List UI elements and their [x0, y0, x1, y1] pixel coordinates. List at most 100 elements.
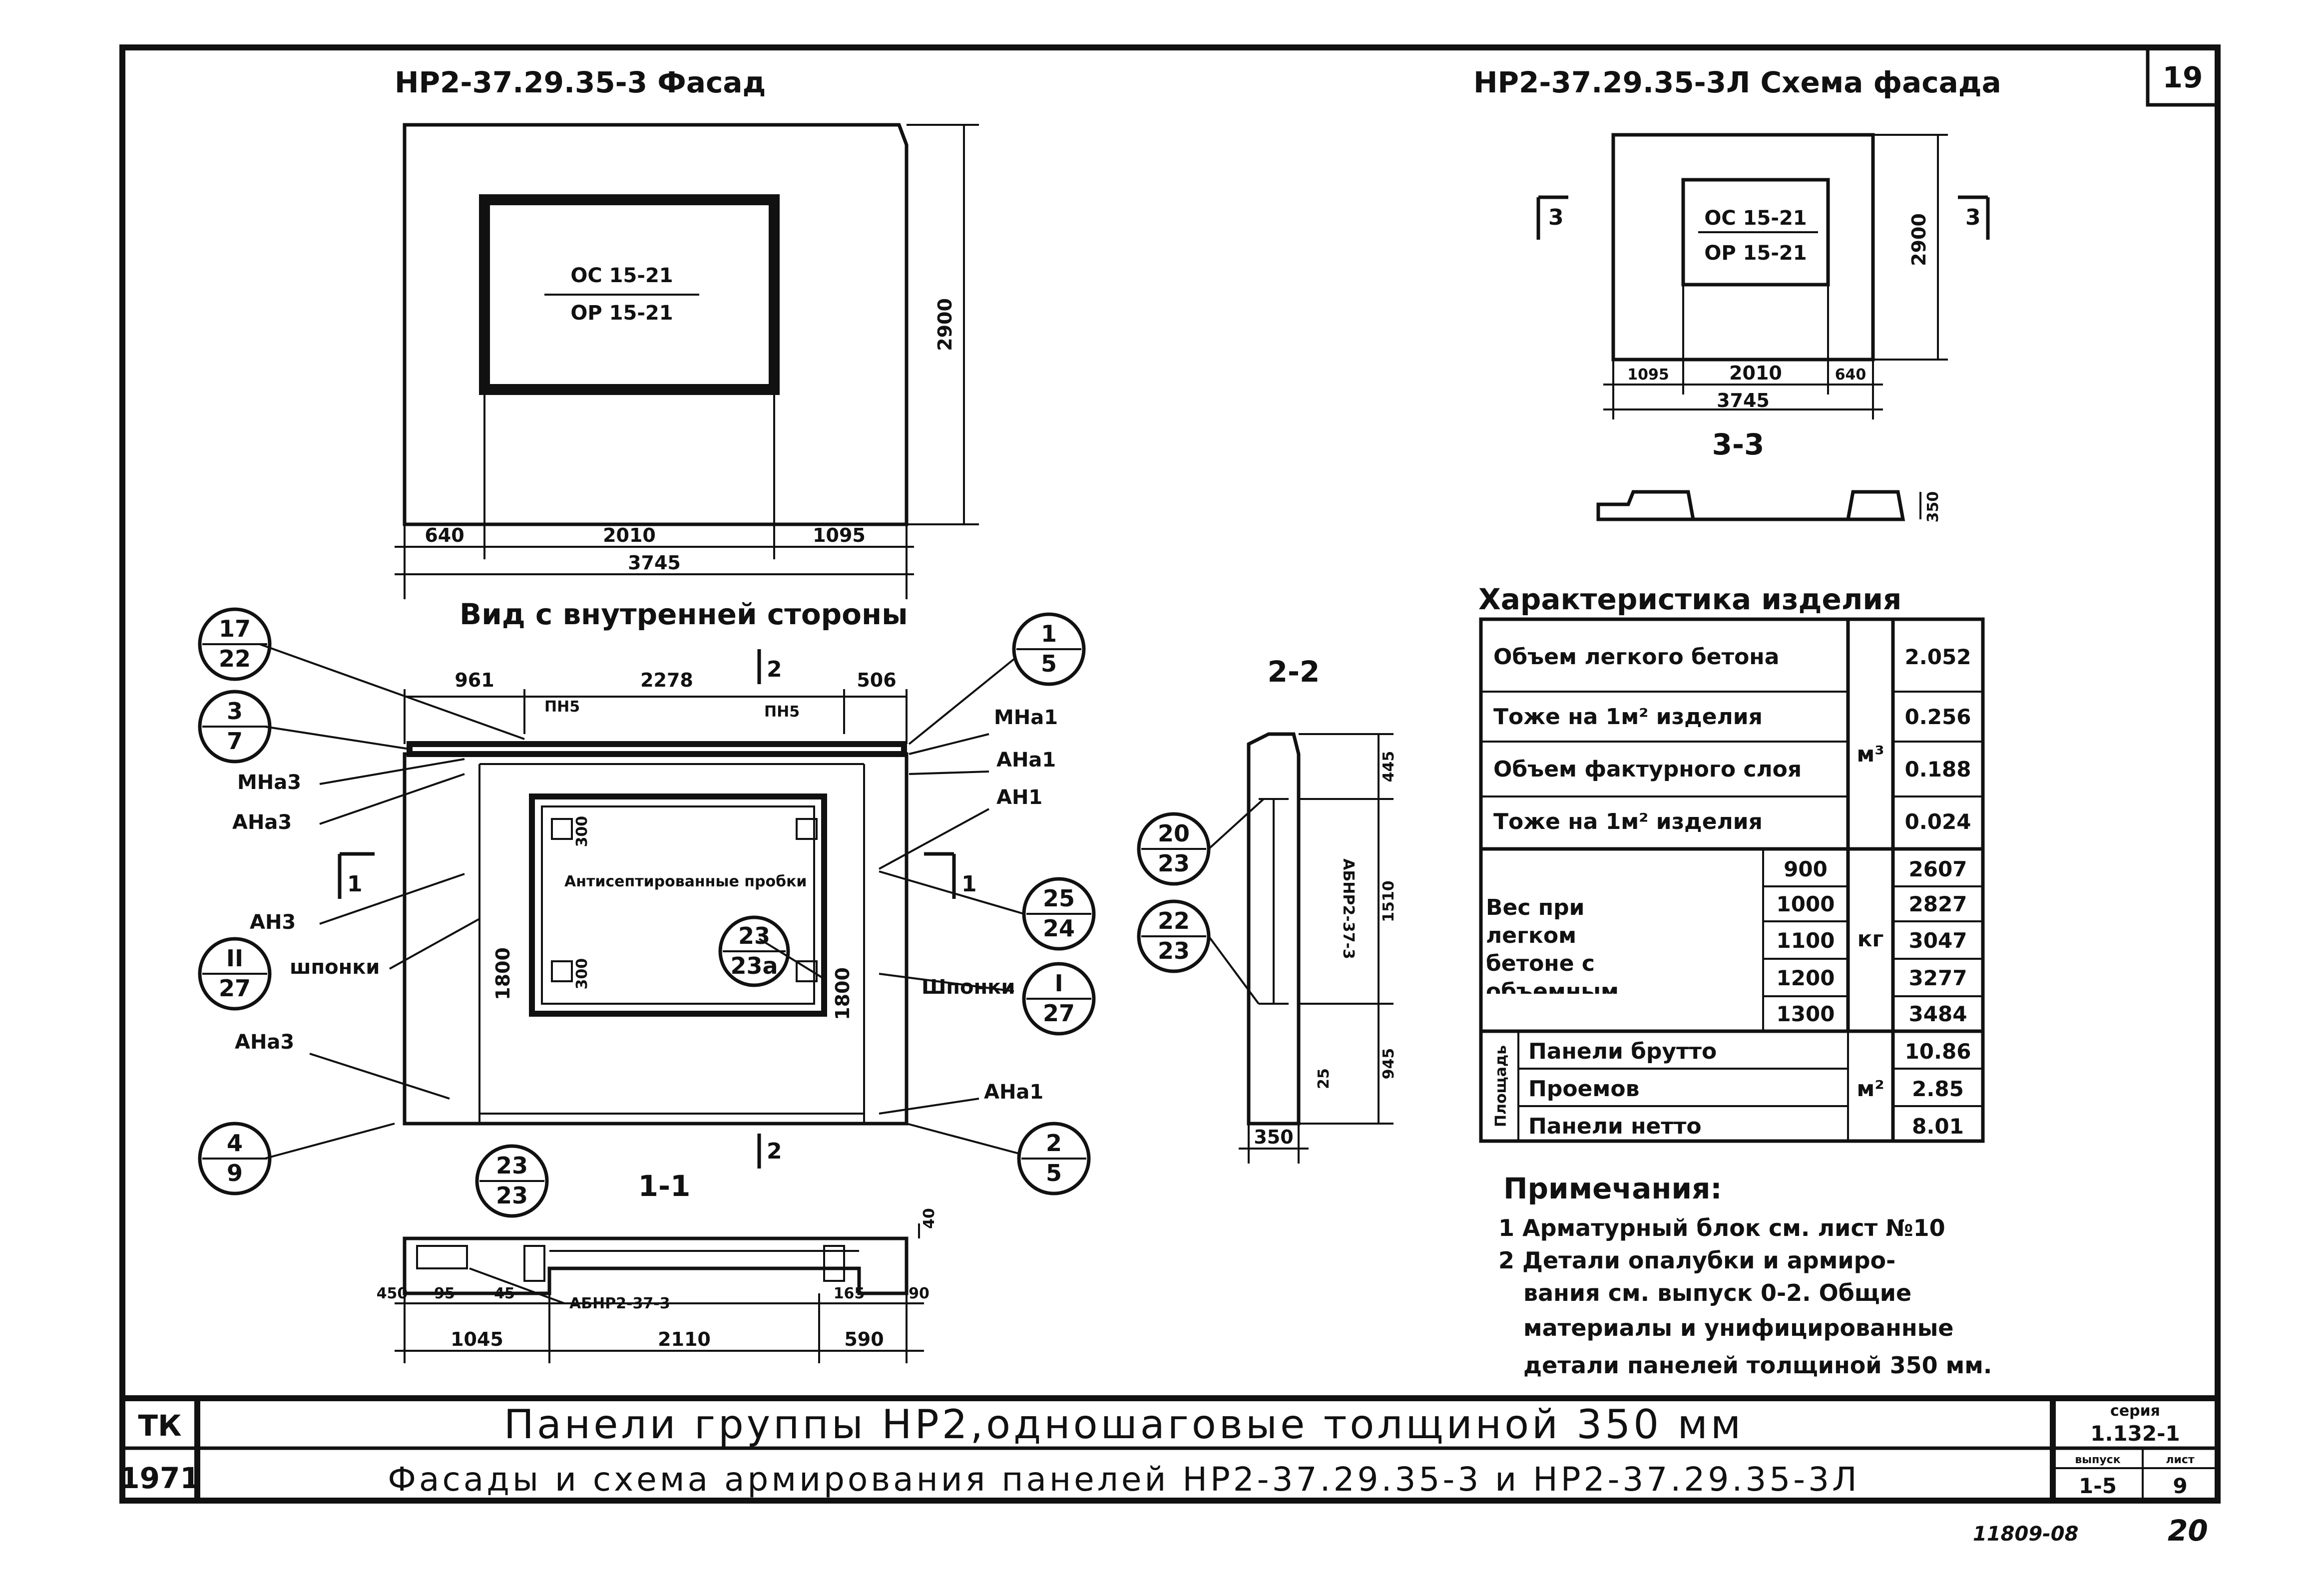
char-area-label: Площадь	[1492, 1045, 1510, 1127]
facade-drawing: НР2-37.29.35-3 Фасад ОС 15-21 ОР 15-21 2…	[395, 65, 979, 599]
facade-window-bottom: ОР 15-21	[570, 302, 673, 325]
title-line-2: Фасады и схема армирования панелей НР2-3…	[388, 1460, 1860, 1499]
facade-dim-left: 640	[425, 524, 464, 546]
characteristics-table: Характеристика изделия Объем легкого бет…	[1478, 582, 1985, 1143]
char-area-2-value: 2.85	[1912, 1077, 1964, 1101]
note-line-3: вания см. выпуск 0-2. Общие	[1523, 1279, 1911, 1306]
inner-label-antiseptic: Антисептированные пробки	[564, 873, 807, 890]
char-density-1: 900	[1784, 857, 1828, 881]
scheme-section-profile	[1596, 490, 1905, 521]
svg-text:I: I	[1054, 970, 1063, 997]
inner-view-title: Вид с внутренней стороны	[460, 597, 908, 631]
section-11-profile	[403, 1236, 909, 1295]
char-area-3-value: 8.01	[1912, 1114, 1964, 1139]
inner-label-ana1-bottom: АНа1	[984, 1081, 1043, 1104]
inner-label-pn5-right: ПН5	[764, 703, 800, 721]
inner-label-shponki-right: Шпонки	[922, 976, 1015, 999]
callout-23-23a: 23 23а	[718, 915, 790, 987]
svg-text:7: 7	[227, 728, 243, 755]
scheme-section-dim: 350	[1924, 491, 1942, 523]
char-density-4: 1200	[1777, 966, 1835, 990]
char-weight-3: 3047	[1909, 928, 1967, 953]
facade-window-top: ОС 15-21	[570, 264, 673, 287]
title-series-label: серия	[2110, 1402, 2160, 1420]
char-area-1-value: 10.86	[1905, 1039, 1971, 1064]
char-area-3-label: Панели нетто	[1528, 1114, 1702, 1139]
section-22-dim-top: 445	[1380, 751, 1397, 783]
title-block: ТК 1971 Панели группы НР2,одношаговые то…	[119, 1395, 2218, 1501]
scheme-dim-left: 1095	[1627, 366, 1669, 384]
svg-text:23: 23	[496, 1152, 528, 1179]
scheme-dim-height: 2900	[1908, 213, 1930, 266]
section-11-dim-1045: 1045	[451, 1328, 503, 1350]
facade-dim-height: 2900	[934, 298, 956, 351]
footer-inventory: 11809-08	[1973, 1523, 2078, 1546]
inner-label-ana3-top: АНа3	[232, 811, 292, 834]
facade-window	[479, 194, 780, 395]
inner-dim-1800-right: 1800	[832, 967, 854, 1020]
inner-dim-300-bottom: 300	[573, 958, 591, 990]
svg-text:5: 5	[1046, 1160, 1062, 1186]
inner-dim-right: 506	[857, 669, 896, 691]
sheet-number: 19	[2163, 60, 2203, 94]
scheme-panel-outline	[1611, 133, 1875, 362]
scheme-dim-right: 640	[1835, 366, 1866, 384]
svg-text:23: 23	[738, 922, 770, 949]
inner-label-shponki-left: шпонки	[290, 956, 380, 979]
char-row-3-value: 0.188	[1905, 757, 1971, 782]
callout-II-27: II 27	[198, 937, 272, 1011]
char-row-2-label: Тоже на 1м² изделия	[1493, 704, 1763, 730]
section-11-dim-165: 165	[834, 1285, 865, 1302]
char-density-5: 1300	[1777, 1002, 1835, 1026]
svg-text:23: 23	[1158, 850, 1190, 877]
footer-page: 20	[2168, 1514, 2208, 1548]
scheme-window-bottom: ОР 15-21	[1704, 242, 1807, 265]
char-density-3: 1100	[1777, 928, 1835, 953]
callout-23-23: 23 23	[475, 1144, 549, 1218]
char-weight-1: 2607	[1909, 857, 1967, 881]
callout-2-5: 2 5	[1017, 1122, 1091, 1195]
svg-text:9: 9	[227, 1160, 243, 1186]
char-unit-volume: м³	[1857, 742, 1884, 767]
facade-dim-total: 3745	[628, 552, 681, 574]
svg-text:27: 27	[219, 975, 251, 1002]
char-row-4-value: 0.024	[1905, 809, 1971, 834]
inner-cut-1-right: 1	[961, 871, 977, 897]
inner-leaders	[259, 643, 1024, 1160]
section-22-dim-bottom: 945	[1380, 1048, 1397, 1080]
section-11-dim-450: 450	[377, 1285, 408, 1302]
inner-dim-1800-left: 1800	[492, 947, 514, 1000]
svg-text:23: 23	[1158, 937, 1190, 964]
scheme-window	[1681, 178, 1830, 287]
notes-title: Примечания:	[1503, 1172, 1722, 1205]
note-line-1: 1 Арматурный блок см. лист №10	[1498, 1214, 1945, 1241]
title-series-value: 1.132-1	[2090, 1421, 2180, 1446]
scheme-section-title: 3-3	[1712, 427, 1765, 461]
scheme-dim-mid: 2010	[1729, 362, 1782, 384]
char-weight-4: 3277	[1909, 966, 1967, 990]
inner-dim-left: 961	[455, 669, 494, 691]
svg-text:17: 17	[219, 615, 251, 642]
svg-text:1: 1	[1041, 620, 1057, 647]
facade-panel-outline	[403, 123, 909, 526]
char-row-1-value: 2.052	[1905, 645, 1971, 669]
char-row-3-label: Объем фактурного слоя	[1493, 757, 1802, 782]
callout-25-24: 25 24	[1022, 877, 1096, 951]
svg-text:22: 22	[1158, 907, 1190, 934]
facade-dim-right: 1095	[813, 524, 866, 546]
section-11-title: 1-1	[638, 1169, 691, 1203]
section-22-dim-width: 350	[1254, 1126, 1293, 1148]
inner-cut-2-bottom: 2	[767, 1139, 782, 1164]
section-11-dim-90: 90	[909, 1285, 930, 1302]
section-11-dim-2110: 2110	[658, 1328, 711, 1350]
svg-text:5: 5	[1041, 650, 1057, 677]
svg-text:25: 25	[1043, 885, 1075, 912]
callout-3-7: 3 7	[198, 690, 272, 764]
inner-window-outer	[529, 793, 827, 1017]
callout-4-9: 4 9	[198, 1122, 272, 1195]
section-22-dim-small: 25	[1315, 1068, 1333, 1089]
inner-panel-outline	[403, 752, 909, 1126]
char-row-4-label: Тоже на 1м² изделия	[1493, 809, 1763, 834]
scheme-cut-left: 3	[1548, 205, 1564, 230]
